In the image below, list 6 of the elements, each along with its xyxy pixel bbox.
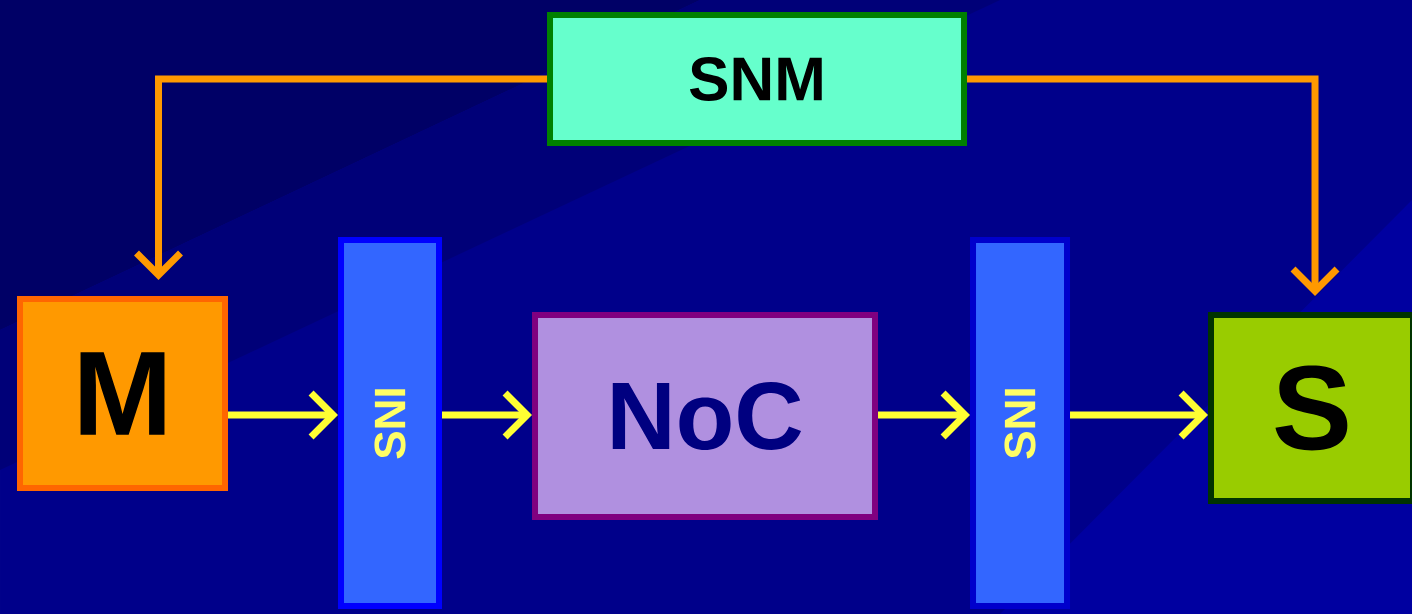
process-box: NoC bbox=[532, 312, 878, 520]
process-box: M bbox=[17, 296, 228, 491]
process-box: S bbox=[1208, 312, 1412, 504]
interface-bar: SNI bbox=[338, 237, 442, 609]
interface-bar: SNI bbox=[970, 237, 1070, 609]
process-box: SNM bbox=[547, 12, 967, 146]
